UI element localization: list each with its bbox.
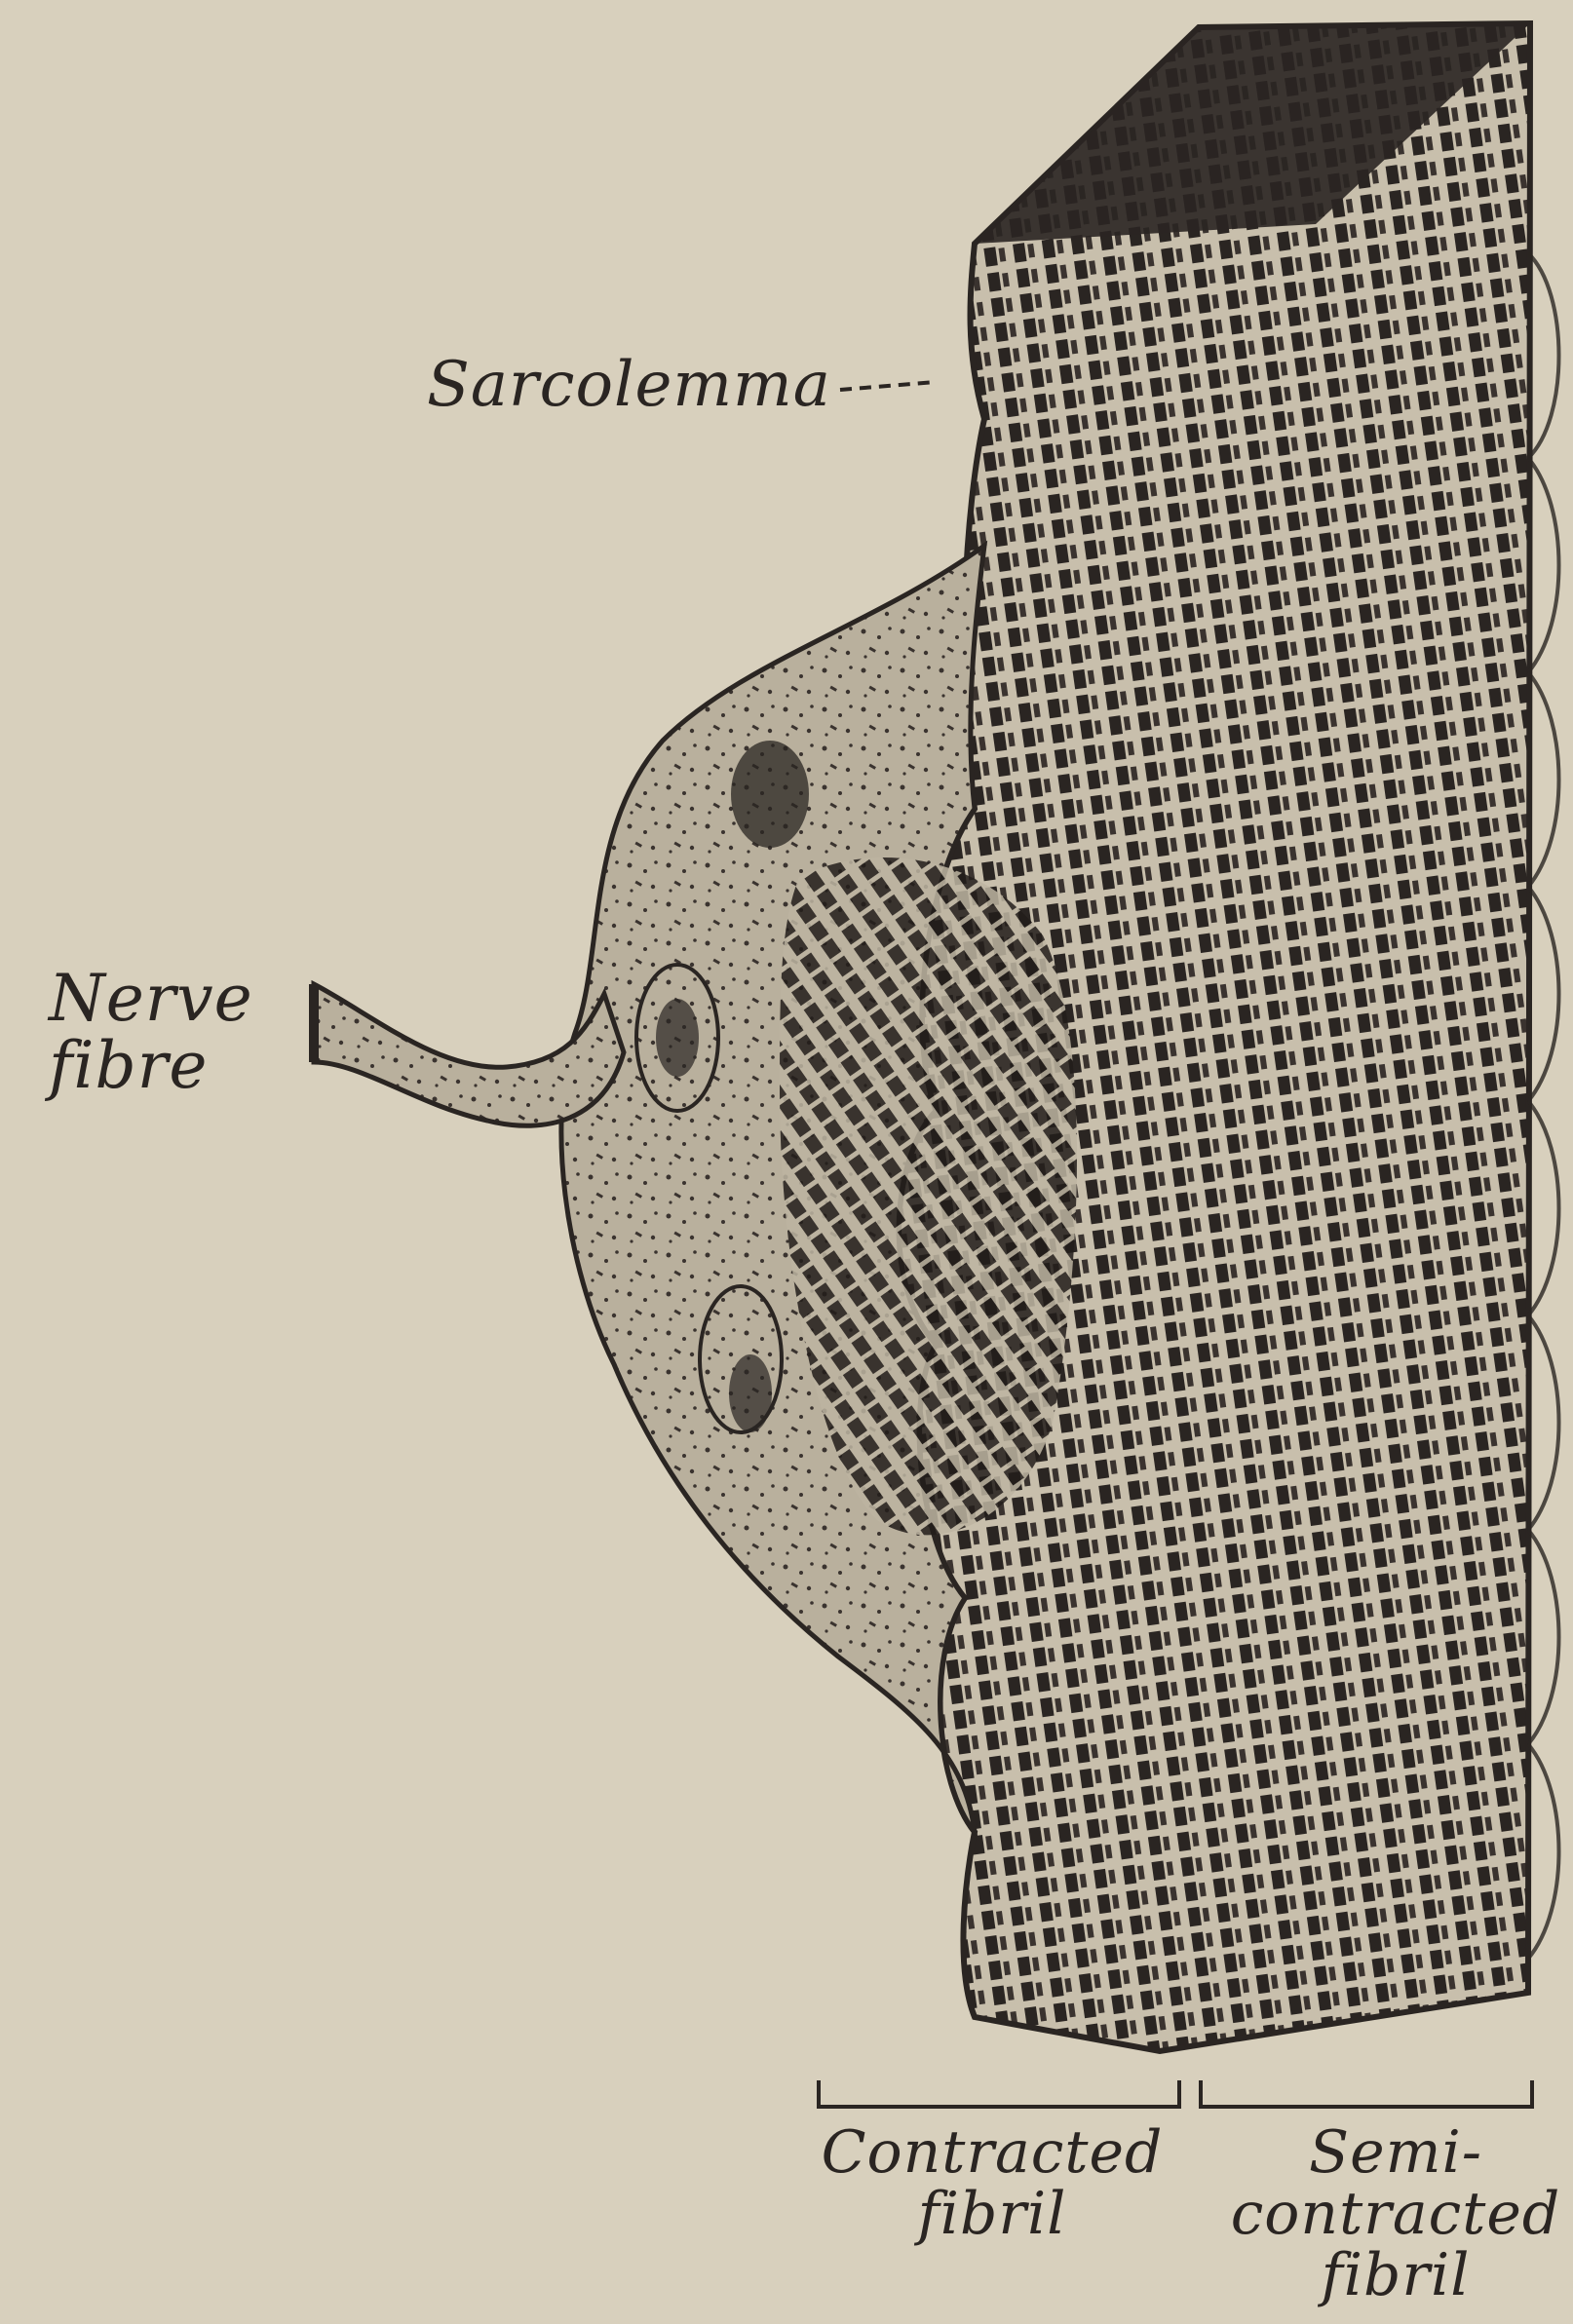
semi-contracted-fibril-bracket	[1201, 2080, 1532, 2107]
contracted-fibril-bracket	[819, 2080, 1179, 2107]
contracted-fibril-label: Contracted fibril	[817, 2122, 1168, 2245]
sarcolemma-leader-line	[840, 382, 936, 390]
sarcolemma-label: Sarcolemma	[427, 353, 831, 418]
nerve-fibre	[314, 984, 624, 1125]
nerve-fibre-label: Nerve fibre	[49, 965, 253, 1100]
semi-contracted-fibril-label: Semi- contracted fibril	[1220, 2122, 1571, 2306]
nucleus	[731, 741, 809, 848]
